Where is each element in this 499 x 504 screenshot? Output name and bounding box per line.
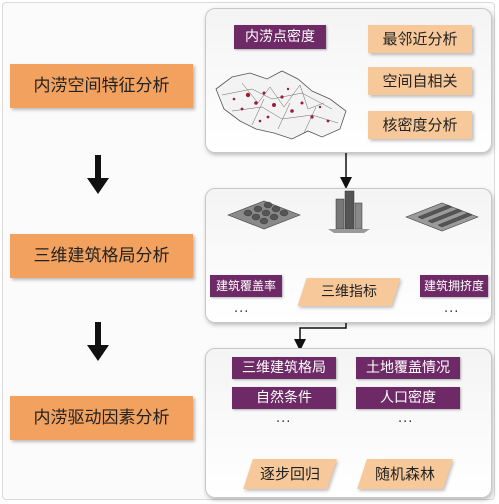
panel-driving-factors: 三维建筑格局 土地覆盖情况 自然条件 人口密度 ... ... 逐步回归 随机森…: [205, 348, 492, 498]
method-nearest-neighbor: 最邻近分析: [368, 25, 472, 53]
factor-population-density: 人口密度: [356, 387, 460, 409]
building-crowding-label: 建筑拥挤度: [420, 275, 488, 297]
stage-spatial-analysis: 内涝空间特征分析: [10, 64, 193, 108]
random-forest-label: 随机森林: [374, 465, 435, 483]
3d-index-label: 三维指标: [321, 284, 377, 300]
method-kernel-density: 核密度分析: [368, 111, 472, 139]
stage-arrow-2: [87, 322, 109, 361]
building-height-model-image: [328, 190, 370, 233]
building-coverage-model-image: [227, 200, 301, 230]
stage-driving-factor-analysis: 内涝驱动因素分析: [10, 396, 193, 440]
panel-3d-building: 建筑覆盖率 ... 三维指标 建筑拥挤度 ...: [205, 188, 492, 323]
right-ellipsis: ...: [444, 301, 460, 316]
method-spatial-autocorrelation: 空间自相关: [368, 67, 472, 95]
stage-3d-building-analysis: 三维建筑格局分析: [10, 234, 193, 278]
stage-arrow-1: [87, 155, 109, 194]
stepwise-regression-box: 逐步回归: [243, 459, 337, 489]
flood-density-map-image: [215, 70, 347, 140]
factor-ellipsis-left: ...: [276, 411, 292, 426]
building-crowding-model-image: [405, 202, 479, 232]
left-ellipsis: ...: [234, 301, 250, 316]
random-forest-box: 随机森林: [357, 459, 453, 489]
factor-3d-building-pattern: 三维建筑格局: [232, 357, 336, 379]
3d-index-box: 三维指标: [297, 278, 401, 306]
density-label: 内涝点密度: [234, 25, 326, 49]
stepwise-regression-label: 逐步回归: [259, 465, 320, 483]
factor-land-cover: 土地覆盖情况: [356, 357, 460, 379]
factor-natural-conditions: 自然条件: [232, 387, 336, 409]
panel-spatial-features: 内涝点密度 最邻近分析 空间自相关 核密度分析: [205, 8, 492, 153]
factor-ellipsis-right: ...: [398, 411, 414, 426]
building-coverage-label: 建筑覆盖率: [210, 275, 282, 297]
